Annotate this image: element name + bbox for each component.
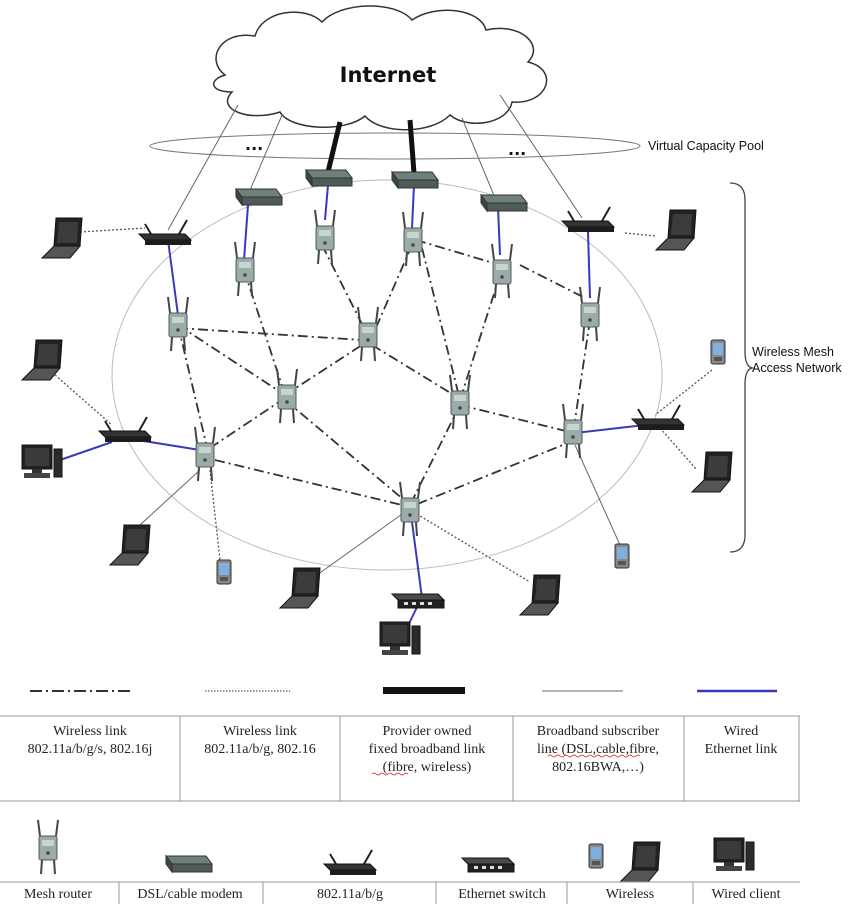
legend-col2-line1: Wireless link: [223, 724, 297, 739]
desktop-pc-icon: [379, 621, 421, 656]
caption-wireless-router: 802.11a/b/g: [317, 887, 383, 902]
mesh-router-icon: [562, 403, 584, 459]
ethernet-switch-icon: [391, 593, 445, 609]
legend-thick-line: [383, 687, 465, 694]
laptop-icon: [691, 451, 733, 493]
ethernet-links: [59, 184, 646, 633]
legend-texts: Wireless link 802.11a/b/g/s, 802.16j Wir…: [28, 724, 778, 775]
legend-col4-line2: line (DSL,cable,fibre,: [537, 742, 659, 757]
caption-wireless: Wireless: [606, 887, 654, 902]
legend-col5-line1: Wired: [724, 724, 758, 739]
broadband-links: [325, 119, 417, 174]
desktop-pc-icon: [713, 837, 755, 872]
laptop-icon: [279, 567, 321, 609]
laptop-icon: [619, 841, 661, 883]
laptop-icon: [21, 339, 63, 381]
modem-icon: [235, 188, 283, 206]
legend-col4-line1: Broadband subscriber: [537, 724, 660, 739]
device-captions: Mesh router DSL/cable modem 802.11a/b/g …: [24, 887, 781, 902]
laptop-icon: [109, 524, 151, 566]
legend-line-samples: [30, 687, 777, 694]
legend-col1-line1: Wireless link: [53, 724, 127, 739]
caption-mesh-router: Mesh router: [24, 887, 92, 902]
legend-col2-line2: 802.11a/b/g, 802.16: [204, 742, 315, 757]
pool-ellipsis-right: ...: [508, 140, 526, 159]
pda-icon: [588, 843, 604, 869]
modem-icon: [480, 194, 528, 212]
internet-label: Internet: [340, 63, 437, 87]
modem-icon: [305, 169, 353, 187]
caption-modem: DSL/cable modem: [137, 887, 242, 902]
legend-table: [0, 715, 800, 802]
wireless-router-icon: [138, 219, 192, 246]
pda-icon: [710, 339, 726, 365]
ethernet-switch-icon: [461, 857, 515, 873]
laptop-icon: [655, 209, 697, 251]
mesh-router-icon: [449, 374, 471, 430]
device-caption-borders: [0, 881, 800, 904]
capacity-pool-ellipse: [149, 132, 641, 160]
caption-ethernet-switch: Ethernet switch: [458, 887, 545, 902]
mesh-router-icon: [491, 243, 513, 299]
client-solid-links: [139, 444, 621, 581]
laptop-icon: [41, 217, 83, 259]
pda-icon: [614, 543, 630, 569]
legend-col3-line2: fixed broadband link: [369, 742, 486, 757]
legend-col3-line3: (fibre, wireless): [383, 760, 472, 775]
mesh-router-icon: [276, 368, 298, 424]
mesh-router-icon: [194, 426, 216, 482]
mesh-network-ellipse: [111, 179, 663, 571]
access-network-label-1: Wireless Mesh: [752, 345, 834, 359]
access-network-brace: [729, 182, 755, 553]
wireless-router-icon: [323, 849, 377, 876]
capacity-pool-label: Virtual Capacity Pool: [648, 139, 764, 153]
legend-col4-line3: 802.16BWA,…): [552, 760, 644, 775]
mesh-router-icon: [37, 819, 59, 875]
modem-icon: [391, 171, 439, 189]
access-network-label-2: Access Network: [752, 361, 842, 375]
modem-icon: [165, 855, 213, 873]
subscriber-lines: [167, 94, 583, 231]
client-links: [54, 227, 713, 583]
mesh-router-icon: [357, 306, 379, 362]
legend-col3-line1: Provider owned: [382, 724, 471, 739]
spellcheck-underline: [371, 772, 409, 776]
desktop-pc-icon: [21, 444, 63, 479]
spellcheck-underline: [547, 754, 641, 758]
mesh-router-icon: [167, 296, 189, 352]
laptop-icon: [519, 574, 561, 616]
legend-col5-line2: Ethernet link: [705, 742, 778, 757]
pool-ellipsis-left: ...: [245, 135, 263, 154]
caption-wired-client: Wired client: [711, 887, 780, 902]
internet-cloud: [213, 5, 548, 131]
legend-col1-line2: 802.11a/b/g/s, 802.16j: [28, 742, 153, 757]
pda-icon: [216, 559, 232, 585]
wireless-router-icon: [561, 206, 615, 233]
